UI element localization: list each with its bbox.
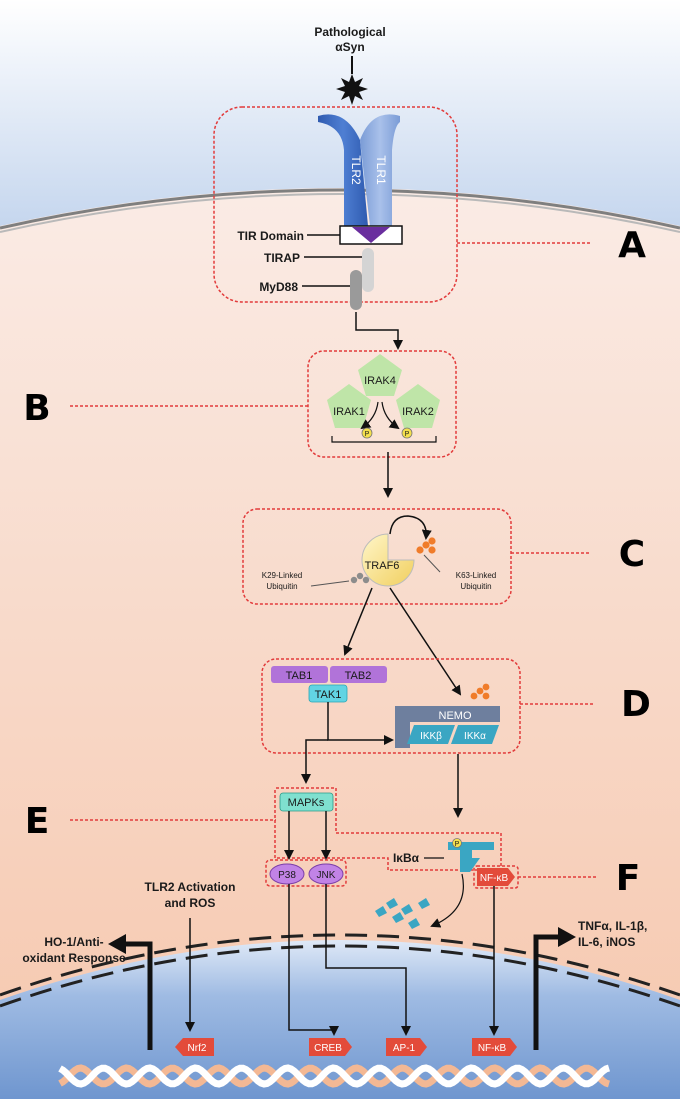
ikkb-icon — [407, 725, 455, 744]
irak1-icon — [327, 384, 371, 428]
tab2-icon — [330, 666, 387, 683]
cell-membrane — [0, 188, 680, 230]
myd88-label: MyD88 — [259, 280, 298, 294]
tirap-label: TIRAP — [264, 251, 300, 265]
phosphate-icon — [401, 427, 413, 439]
tab1-icon — [271, 666, 328, 683]
panel-a-box — [213, 106, 458, 303]
p38-jnk-box — [265, 859, 347, 887]
extracellular-space — [0, 0, 680, 226]
k63-ubiquitin-chain-icon — [416, 537, 436, 554]
ikba-degradation-fragments-icon — [375, 898, 430, 929]
creb-label: CREB — [314, 1043, 342, 1054]
panel-b-box — [307, 350, 457, 458]
irak-bracket — [331, 436, 437, 443]
panel-a-label: A — [618, 225, 646, 266]
nemo-label: NEMO — [439, 710, 472, 722]
traf6-label: TRAF6 — [365, 560, 400, 572]
nuclear-envelope-outer — [0, 933, 680, 997]
tirap-icon — [362, 248, 374, 292]
arrow-tak1-to-mapk — [301, 739, 328, 784]
phosphate-icon — [361, 427, 373, 439]
ho1-label-line1: HO-1/Anti- — [44, 935, 103, 949]
tir-domain-label: TIR Domain — [237, 229, 304, 243]
nfkb-nuclear-label: NF-κB — [478, 1043, 507, 1054]
k63-label-line1: K63-Linked — [456, 571, 496, 580]
k29-ubiquitin-chain-icon — [350, 572, 370, 584]
nemo-ubiquitin-chain-icon — [470, 683, 490, 700]
ligand-label-line2: αSyn — [335, 40, 364, 54]
ap1-icon — [386, 1038, 427, 1056]
nemo-icon — [395, 706, 500, 748]
tab1-label: TAB1 — [286, 670, 313, 682]
tlr1-label: TLR1 — [374, 155, 388, 185]
k29-label-line1: K29-Linked — [262, 571, 302, 580]
tlr2-label: TLR2 — [349, 155, 363, 185]
irak4-icon — [358, 354, 402, 396]
traf6-icon — [361, 533, 415, 587]
jnk-label: JNK — [317, 870, 336, 881]
arrow-myd88-to-irak — [355, 312, 403, 350]
alpha-synuclein-icon — [336, 74, 368, 105]
nfkb-cyto-icon — [477, 868, 515, 886]
ikka-label: IKKα — [464, 731, 486, 742]
panel-e-label: E — [25, 801, 50, 842]
mapks-icon — [279, 792, 334, 812]
panel-d-label: D — [621, 684, 651, 725]
tir-domain-icon — [352, 227, 390, 243]
panel-c-label: C — [619, 534, 645, 575]
cytokines-label-line2: IL-6, iNOS — [578, 935, 635, 949]
nfkb-cyto-label: NF-κB — [480, 873, 509, 884]
nucleus — [0, 940, 680, 1099]
phosphate-icon — [452, 838, 462, 848]
svg-text:P: P — [365, 431, 370, 438]
cytokine-output-arrow — [533, 927, 576, 1050]
tlr2-ros-label-line1: TLR2 Activation — [145, 880, 236, 894]
irak2-icon — [396, 384, 440, 428]
creb-icon — [309, 1038, 352, 1056]
svg-text:P: P — [455, 841, 460, 848]
ikka-icon — [451, 725, 499, 744]
k29-label-line2: Ubiquitin — [266, 582, 297, 591]
dna-strand — [58, 1064, 611, 1088]
cytokines-label-line1: TNFα, IL-1β, — [578, 919, 647, 933]
panel-f-label: F — [616, 858, 641, 899]
myd88-icon — [350, 270, 362, 310]
arrow-jnk-to-ap1 — [325, 884, 411, 1036]
arrow-p38-to-creb — [288, 884, 339, 1036]
nfkb-nuclear-icon — [472, 1038, 517, 1056]
tab2-label: TAB2 — [345, 670, 372, 682]
tlr2-ros-label-line2: and ROS — [165, 896, 216, 910]
ligand-label-line1: Pathological — [314, 25, 385, 39]
nuclear-envelope-inner — [0, 944, 680, 1008]
ikba-label: IκBα — [393, 851, 420, 865]
nrf2-icon — [175, 1038, 214, 1056]
ikba-icon — [448, 842, 494, 872]
k63-label-line2: Ubiquitin — [460, 582, 491, 591]
ho1-output-arrow — [108, 934, 153, 1050]
panel-e-box — [274, 787, 502, 871]
p38-label: P38 — [278, 870, 296, 881]
mapks-label: MAPKs — [288, 797, 325, 809]
tak1-label: TAK1 — [315, 689, 342, 701]
nrf2-label: Nrf2 — [188, 1043, 207, 1054]
tlr1-receptor-icon — [360, 114, 400, 226]
panel-d-box — [261, 658, 521, 754]
irak4-label: IRAK4 — [364, 375, 396, 387]
irak2-label: IRAK2 — [402, 406, 434, 418]
panel-b-label: B — [23, 388, 50, 429]
arrow-ikba-degradation — [430, 873, 464, 928]
svg-text:P: P — [405, 431, 410, 438]
tlr2-receptor-icon — [318, 114, 368, 226]
panel-c-box — [242, 508, 512, 605]
p38-icon — [269, 863, 305, 885]
ap1-label: AP-1 — [393, 1043, 416, 1054]
arrow-traf6-to-tak1 — [343, 587, 373, 656]
irak1-label: IRAK1 — [333, 406, 365, 418]
ikkb-label: IKKβ — [420, 731, 442, 742]
ho1-label-line2: oxidant Response — [22, 951, 126, 965]
arrow-traf6-to-ikk — [389, 587, 462, 696]
